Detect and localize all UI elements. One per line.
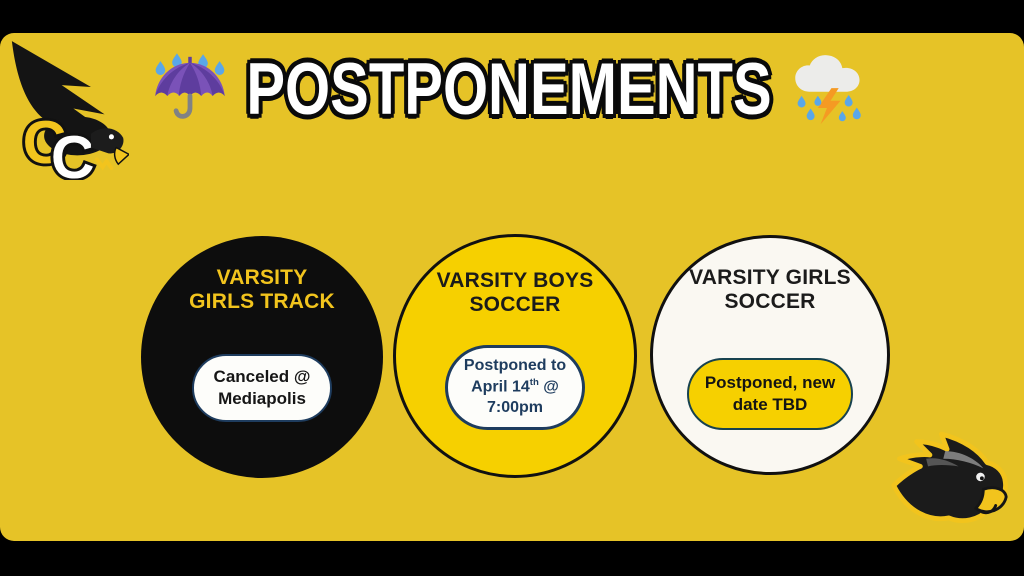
status-date-ordinal: th (529, 377, 539, 389)
card-varsity-girls-track: VARSITY GIRLS TRACK Canceled @ Mediapoli… (141, 236, 383, 478)
card-title-line: SOCCER (469, 293, 561, 317)
card-varsity-girls-soccer: VARSITY GIRLS SOCCER Postponed, new date… (650, 235, 890, 475)
storm-cloud-icon (794, 55, 861, 125)
status-line: Mediapolis (218, 389, 306, 409)
card-title: VARSITY GIRLS TRACK (189, 266, 335, 314)
card-title-line: VARSITY BOYS (436, 269, 594, 292)
status-line: Postponed to (463, 357, 567, 375)
card-title-line: VARSITY (216, 266, 308, 289)
svg-text:C: C (51, 123, 95, 180)
header: POSTPONEMENTS (0, 43, 1024, 135)
card-title-line: GIRLS TRACK (189, 290, 335, 314)
status-line: April 14th @ (464, 377, 566, 398)
svg-text:C: C (23, 108, 67, 176)
status-pill: Postponed, new date TBD (686, 358, 854, 431)
card-title-line: VARSITY GIRLS (689, 266, 851, 289)
card-varsity-boys-soccer: VARSITY BOYS SOCCER Postponed to April 1… (393, 234, 637, 478)
status-line: date TBD (732, 395, 808, 415)
page-title: POSTPONEMENTS (244, 45, 774, 133)
status-line: Postponed, new (704, 373, 836, 393)
cc-flying-hawk-logo: C C (11, 41, 129, 180)
hawk-head-logo (891, 431, 1008, 523)
status-date: April 14 (471, 378, 530, 396)
status-date-suffix: @ (538, 378, 559, 396)
status-pill: Canceled @ Mediapolis (191, 354, 333, 423)
canvas-background: C C POSTPONEMENTS (0, 33, 1024, 541)
card-title: VARSITY BOYS SOCCER (437, 269, 594, 317)
status-line: 7:00pm (486, 399, 544, 417)
card-title: VARSITY GIRLS SOCCER (689, 266, 851, 314)
status-line: Canceled @ (213, 367, 311, 387)
status-pill: Postponed to April 14th @ 7:00pm (444, 345, 586, 430)
card-title-line: SOCCER (724, 290, 816, 314)
umbrella-rain-icon (155, 53, 226, 119)
